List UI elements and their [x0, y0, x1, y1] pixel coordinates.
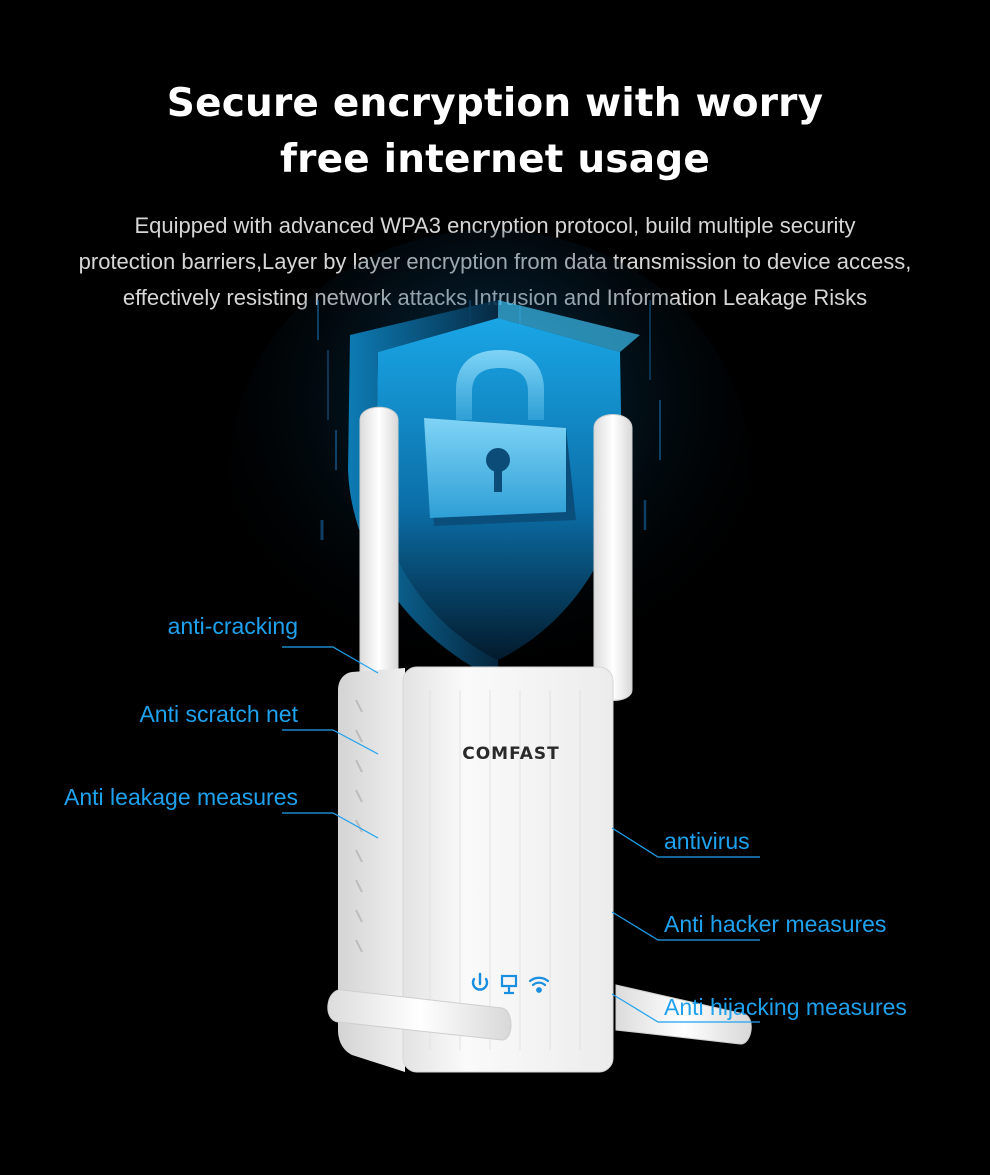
feature-anti-cracking: anti-cracking: [167, 613, 298, 639]
right-antenna: [593, 414, 633, 701]
page-title: Secure encryption with worry free intern…: [0, 76, 990, 188]
network-icon: [500, 974, 518, 995]
wifi-icon: [528, 976, 550, 993]
feature-anti-hacker: Anti hacker measures: [664, 911, 887, 937]
lock-icon: [424, 350, 576, 526]
side-vents: [355, 699, 363, 953]
bottom-left-antenna: [327, 989, 512, 1041]
feature-anti-leakage: Anti leakage measures: [64, 784, 298, 810]
brand-logo: COMFAST: [462, 744, 560, 764]
callout-lines-right: [611, 827, 760, 1023]
callout-lines-left: [282, 646, 379, 839]
bottom-right-antenna: [615, 984, 752, 1045]
title-line-1: Secure encryption with worry: [166, 81, 824, 126]
power-icon: [471, 972, 489, 991]
feature-anti-scratch-net: Anti scratch net: [139, 701, 298, 727]
feature-anti-hijacking: Anti hijacking measures: [664, 994, 907, 1020]
front-texture: [429, 690, 581, 1050]
title-line-2: free internet usage: [279, 137, 711, 182]
device-front-panel: [402, 666, 614, 1073]
feature-antivirus: antivirus: [664, 828, 750, 854]
device-side-panel: [338, 668, 405, 1072]
